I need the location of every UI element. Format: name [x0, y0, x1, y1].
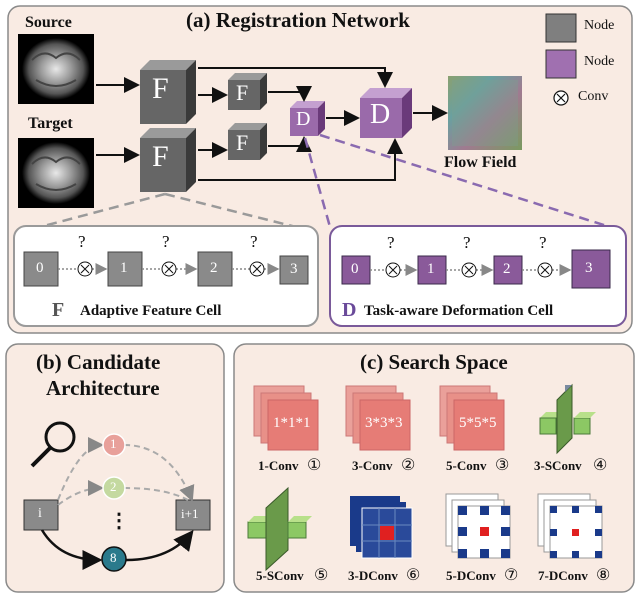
op-1-kernel: 1*1*1: [273, 415, 311, 431]
feature-node-3: 3: [290, 261, 298, 277]
feature-cell-nodes: [23, 251, 309, 287]
deform-node-0: 0: [351, 261, 359, 277]
feature-cube-target: [140, 128, 196, 192]
feature-cube-target-letter: F: [152, 140, 169, 173]
feature-cube-small-target: [228, 123, 267, 160]
magnifier-icon: [30, 421, 76, 468]
candidate-node-i-label: i: [38, 506, 42, 521]
feature-node-0: 0: [36, 260, 44, 276]
legend-label-conv: Conv: [578, 89, 609, 104]
op-7-dconv-shape: [537, 493, 603, 559]
deform-cell-label: Task-aware Deformation Cell: [364, 303, 554, 319]
op-3-kernel: 5*5*5: [459, 415, 497, 431]
candidate-op-2-label: 2: [110, 479, 117, 494]
op-5-sconv-shape: [247, 486, 312, 572]
deform-node-1: 1: [427, 261, 435, 277]
candidate-op-1-label: 1: [110, 436, 117, 451]
feature-cell-box: [13, 225, 319, 327]
op-4-num: ④: [593, 457, 608, 474]
feature-cube-small-source-letter: F: [236, 80, 249, 105]
deform-question-1: ?: [387, 233, 395, 252]
target-label: Target: [28, 115, 73, 132]
op-6-num: ⑥: [406, 567, 421, 584]
feature-question-3: ?: [250, 232, 258, 251]
deform-cube-large: [360, 88, 412, 138]
registration-title: (a) Registration Network: [186, 8, 410, 32]
feature-question-2: ?: [162, 232, 170, 251]
deform-cell-nodes: [341, 249, 611, 289]
feature-cube-source: [140, 60, 196, 124]
candidate-op-8: [101, 546, 127, 572]
search-title: (c) Search Space: [360, 350, 508, 374]
candidate-op-2: [102, 476, 126, 500]
deform-node-2: 2: [503, 261, 511, 277]
feature-cell-connector: [39, 192, 166, 229]
feature-question-1: ?: [78, 232, 86, 251]
feature-node-2: 2: [210, 260, 218, 276]
flow-field-label: Flow Field: [444, 154, 517, 171]
deform-cube-small-letter: D: [296, 108, 311, 130]
deform-cell-conv-icons: [385, 262, 553, 278]
op-3-sconv-shape: [539, 383, 596, 455]
op-1-label: 1-Conv: [258, 458, 299, 473]
candidate-title-line1: (b) Candidate: [36, 350, 161, 374]
op-3-conv-shape: [345, 385, 411, 451]
feature-cell-label: Adaptive Feature Cell: [80, 303, 222, 319]
feature-cell-letter: F: [52, 299, 65, 321]
candidate-op-1: [102, 433, 126, 457]
op-2-kernel: 3*3*3: [365, 415, 403, 431]
op-5-dconv-shape: [445, 493, 511, 559]
deform-cell-letter: D: [342, 299, 357, 321]
op-3-dconv-shape: [350, 496, 413, 559]
op-5-label: 5-SConv: [256, 568, 304, 583]
feature-cube-small-source: [228, 73, 267, 110]
op-8-label: 7-DConv: [538, 568, 588, 583]
op-5-num: ⑤: [314, 567, 329, 584]
feature-cell-conv-icons: [77, 261, 265, 277]
candidate-ellipsis: ⋮: [109, 510, 129, 532]
op-4-label: 3-SConv: [534, 458, 582, 473]
deform-cell-box: [329, 225, 627, 327]
op-1-num: ①: [307, 457, 322, 474]
panel-candidate: [5, 343, 225, 593]
candidate-node-i1: [175, 499, 211, 531]
op-3-num: ③: [495, 457, 510, 474]
candidate-title-line2: Architecture: [46, 376, 160, 400]
op-2-label: 3-Conv: [352, 458, 393, 473]
op-7-label: 5-DConv: [446, 568, 496, 583]
legend-node-gray: [545, 13, 577, 43]
legend-label-purple: Node: [584, 54, 615, 69]
feature-node-1: 1: [120, 260, 128, 276]
deform-cube-large-letter: D: [370, 99, 391, 130]
legend-node-purple: [545, 49, 577, 79]
op-7-num: ⑦: [504, 567, 519, 584]
flow-field-image: [448, 76, 522, 150]
source-label: Source: [25, 14, 72, 31]
candidate-node-i: [23, 499, 59, 531]
op-8-num: ⑧: [596, 567, 611, 584]
op-3-label: 5-Conv: [446, 458, 487, 473]
deform-node-3: 3: [585, 260, 593, 276]
legend-label-gray: Node: [584, 18, 615, 33]
op-1-conv-shape: [253, 385, 319, 451]
op-2-num: ②: [401, 457, 416, 474]
panel-search-space: [233, 343, 635, 593]
deform-question-2: ?: [463, 233, 471, 252]
op-5-conv-shape: [439, 385, 505, 451]
candidate-op-8-label: 8: [110, 550, 117, 565]
feature-cube-source-letter: F: [152, 72, 169, 105]
op-6-label: 3-DConv: [348, 568, 398, 583]
feature-cube-small-target-letter: F: [236, 130, 249, 155]
deform-question-3: ?: [539, 233, 547, 252]
candidate-node-i1-label: i+1: [181, 506, 199, 521]
deform-cube-small: [290, 101, 325, 136]
